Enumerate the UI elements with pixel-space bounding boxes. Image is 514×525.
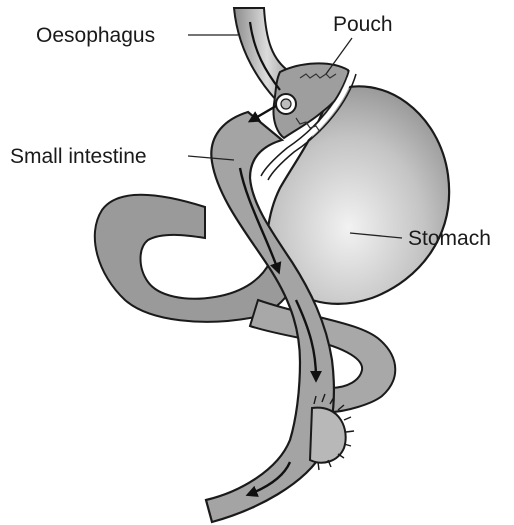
anastomosis	[310, 408, 346, 463]
label-oesophagus: Oesophagus	[36, 25, 155, 46]
flow-arrow-pouch-exit	[252, 106, 276, 120]
stoma-ring-inner	[281, 99, 291, 109]
label-small-intestine: Small intestine	[10, 146, 147, 167]
label-pouch: Pouch	[333, 14, 393, 35]
label-stomach: Stomach	[408, 228, 491, 249]
